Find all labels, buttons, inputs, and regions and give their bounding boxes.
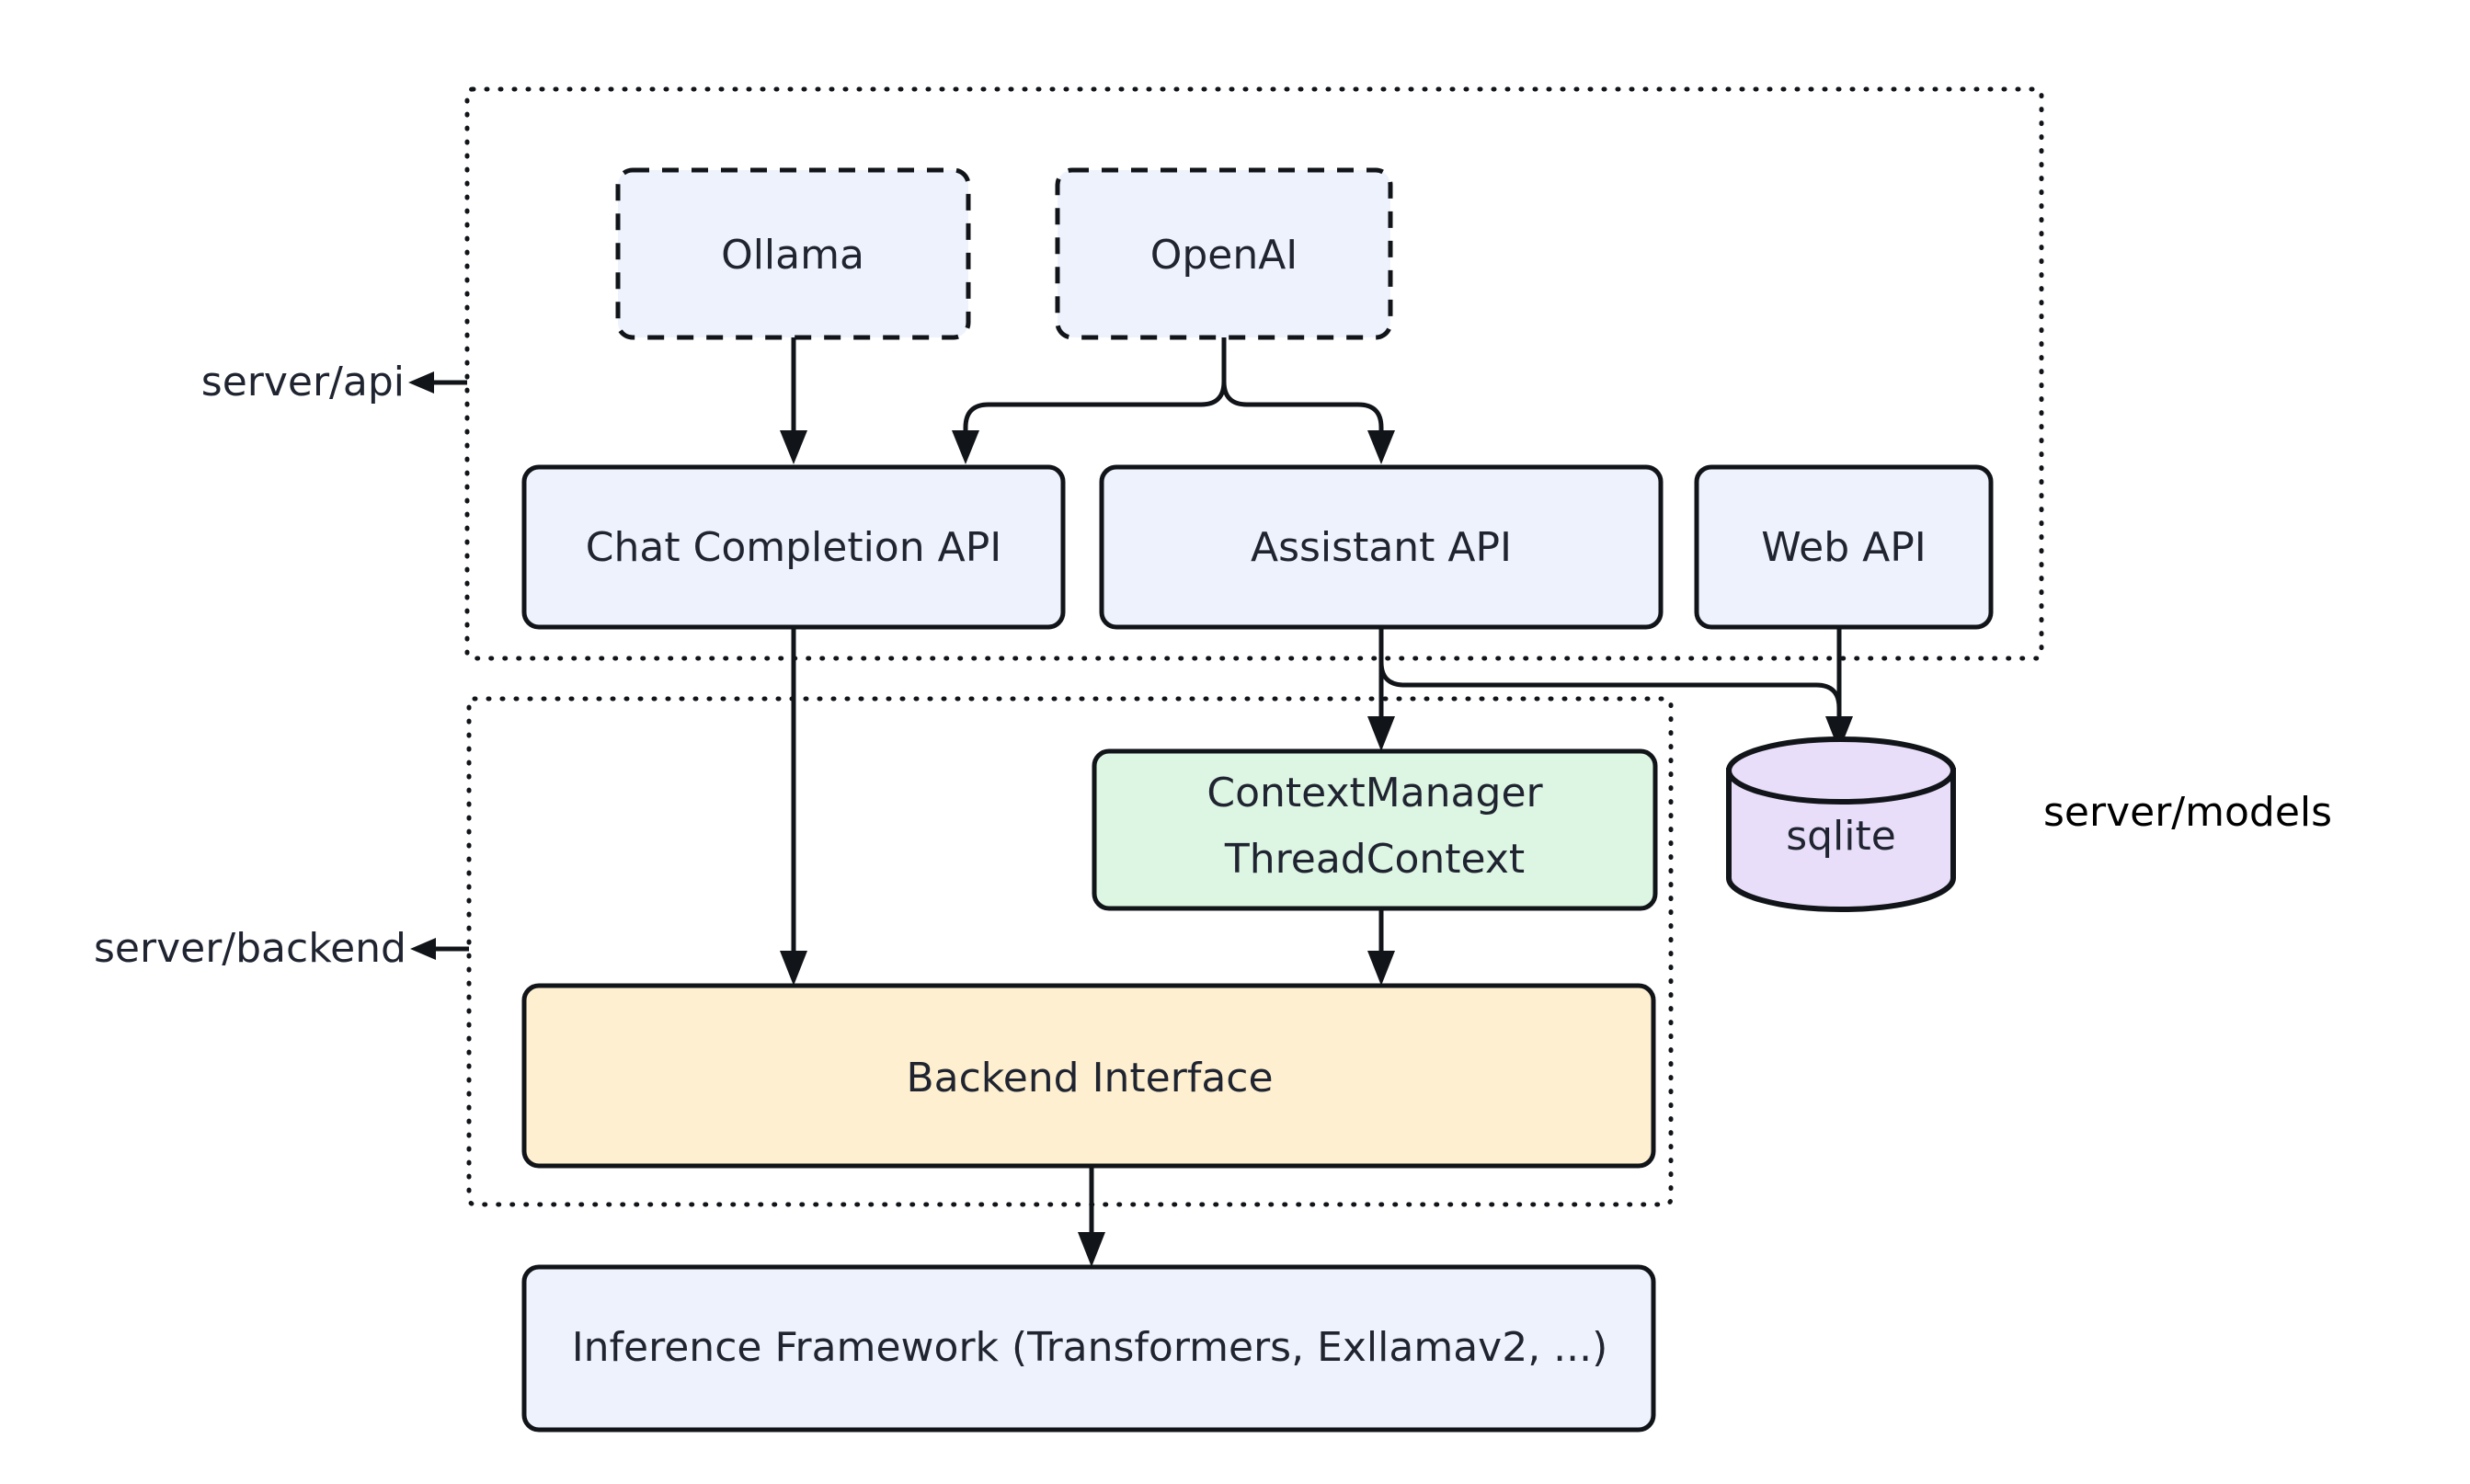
- node-ollama-shape[interactable]: [615, 167, 971, 340]
- group-label-server-backend-arrowhead: [410, 938, 436, 960]
- group-label-server-api-arrowhead: [408, 371, 434, 394]
- edge-openai-to-assistant-api: [1221, 337, 1395, 464]
- node-context-manager-shape[interactable]: [1092, 748, 1658, 911]
- group-label-server-backend-text: server/backend: [94, 925, 406, 972]
- node-chat-completion-api-label: Chat Completion API: [586, 524, 1001, 571]
- node-sqlite-label: sqlite: [1786, 813, 1896, 860]
- node-ollama[interactable]: Ollama: [615, 167, 971, 340]
- node-sqlite-body[interactable]: [1726, 768, 1956, 912]
- node-backend-interface-label: Backend Interface: [906, 1055, 1273, 1102]
- node-assistant-api-shape[interactable]: [1099, 464, 1664, 630]
- group-label-server-backend: server/backend: [94, 925, 469, 972]
- group-container-server-api: [464, 86, 2044, 661]
- group-label-server-models: server/models: [2043, 789, 2332, 836]
- edge-web-api-to-sqlite: [1825, 627, 1853, 751]
- edge-context-manager-to-backend-interface: [1367, 908, 1395, 986]
- node-context-manager-label-line2: ThreadContext: [1224, 836, 1525, 883]
- node-backend-interface-shape[interactable]: [521, 983, 1656, 1169]
- group-label-server-api: server/api: [201, 359, 467, 405]
- node-sqlite[interactable]: sqlite: [1726, 736, 1956, 912]
- node-context-manager-label-line1: ContextManager: [1206, 770, 1543, 816]
- node-openai-label: OpenAI: [1150, 232, 1298, 279]
- node-web-api[interactable]: Web API: [1694, 464, 1994, 630]
- edge-backend-interface-to-inference-framework: [1078, 1166, 1105, 1267]
- group-label-server-api-text: server/api: [201, 359, 405, 405]
- edge-chat-completion-api-to-backend-interface: [780, 627, 807, 986]
- edge-ollama-to-chat-completion-api: [780, 337, 807, 464]
- node-context-manager[interactable]: ContextManager ThreadContext: [1092, 748, 1658, 911]
- node-assistant-api[interactable]: Assistant API: [1099, 464, 1664, 630]
- node-ollama-label: Ollama: [721, 232, 864, 279]
- node-chat-completion-api-shape[interactable]: [521, 464, 1066, 630]
- node-web-api-label: Web API: [1761, 524, 1927, 571]
- node-sqlite-top: [1726, 736, 1956, 805]
- edge-assistant-api-to-sqlite: [1378, 661, 1842, 726]
- edge-openai-to-chat-completion-api: [952, 337, 1227, 464]
- node-openai-shape[interactable]: [1055, 167, 1393, 340]
- edge-assistant-api-to-context-manager: [1367, 627, 1395, 751]
- node-chat-completion-api[interactable]: Chat Completion API: [521, 464, 1066, 630]
- group-container-server-backend: [466, 696, 1674, 1207]
- node-assistant-api-label: Assistant API: [1251, 524, 1512, 571]
- node-inference-framework-label: Inference Framework (Transformers, Exlla…: [572, 1324, 1608, 1371]
- node-web-api-shape[interactable]: [1694, 464, 1994, 630]
- node-backend-interface[interactable]: Backend Interface: [521, 983, 1656, 1169]
- node-openai[interactable]: OpenAI: [1055, 167, 1393, 340]
- node-inference-framework[interactable]: Inference Framework (Transformers, Exlla…: [521, 1264, 1656, 1433]
- node-inference-framework-shape[interactable]: [521, 1264, 1656, 1433]
